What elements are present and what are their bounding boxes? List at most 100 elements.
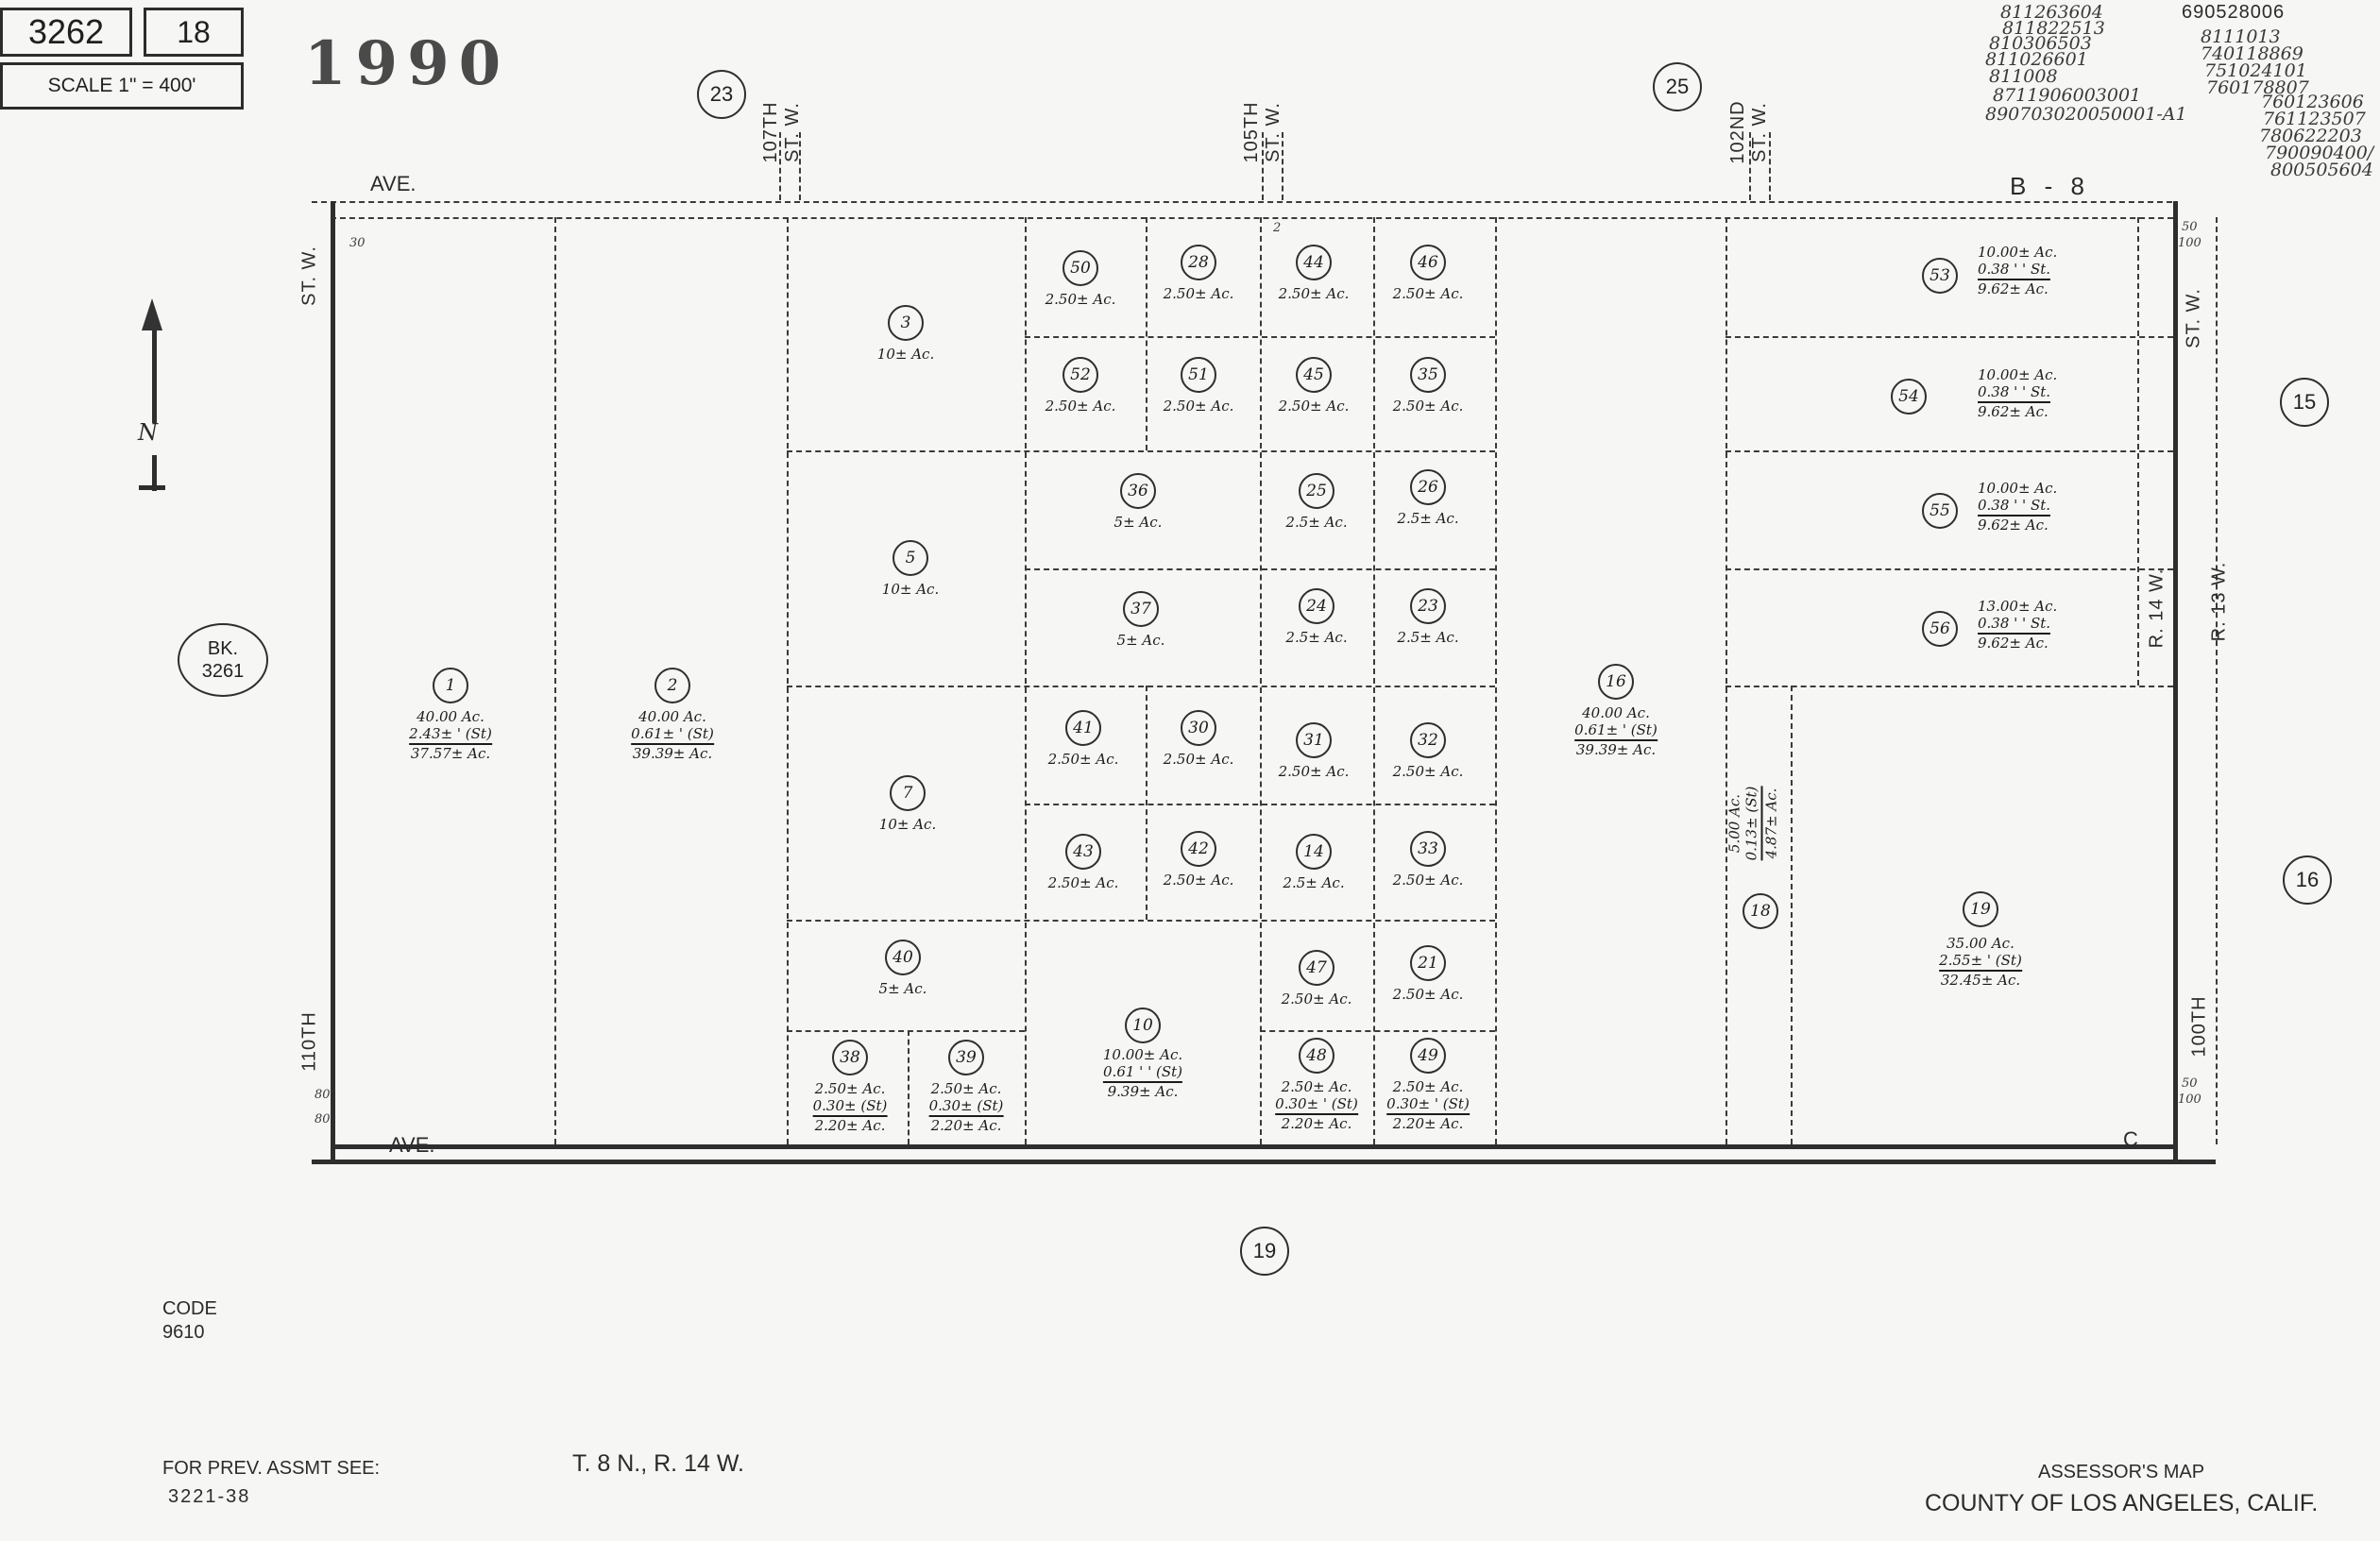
boundary-line bbox=[1769, 132, 1771, 200]
parcel-52-number: 52 bbox=[1062, 357, 1098, 393]
boundary-line bbox=[554, 217, 556, 1144]
book-number-box: 3262 bbox=[0, 8, 132, 57]
boundary-line bbox=[1260, 217, 1262, 1144]
parcel-42-acreage: 2.50± Ac. bbox=[1163, 872, 1234, 889]
parcel-47-acreage: 2.50± Ac. bbox=[1281, 991, 1352, 1008]
boundary-line bbox=[1726, 217, 1727, 1144]
dimension-tick: 2 bbox=[1273, 221, 1282, 235]
adjacent-book-badge: BK. 3261 bbox=[178, 623, 268, 697]
parcel-56-acreage: 13.00± Ac.0.38 ' ' St.9.62± Ac. bbox=[1978, 598, 2058, 652]
handwritten-number: 800505604 bbox=[2270, 160, 2373, 180]
ref-circle-15: 15 bbox=[2280, 378, 2329, 427]
boundary-line bbox=[908, 1030, 910, 1144]
parcel-30-number: 30 bbox=[1181, 710, 1216, 746]
boundary-line bbox=[1373, 217, 1375, 1144]
parcel-36-number: 36 bbox=[1120, 473, 1156, 509]
parcel-46-number: 46 bbox=[1410, 245, 1446, 280]
parcel-48-acreage: 2.50± Ac.0.30± ' (St)2.20± Ac. bbox=[1275, 1078, 1358, 1132]
parcel-48-number: 48 bbox=[1299, 1038, 1334, 1074]
boundary-line bbox=[2173, 201, 2178, 1160]
parcel-40-acreage: 5± Ac. bbox=[878, 980, 927, 997]
parcel-56-number: 56 bbox=[1922, 611, 1958, 647]
parcel-14-number: 14 bbox=[1296, 834, 1332, 870]
assessor-map-title: ASSESSOR'S MAP bbox=[2038, 1462, 2205, 1482]
dimension-tick: 80 bbox=[314, 1112, 331, 1126]
handwritten-number: 690528006 bbox=[2182, 2, 2286, 23]
parcel-18-number: 18 bbox=[1742, 893, 1778, 929]
street-label-105th: 105TH ST. W. bbox=[1241, 101, 1284, 163]
handwritten-number: 8111013 bbox=[2201, 26, 2281, 47]
boundary-line bbox=[152, 455, 157, 491]
parcel-47-number: 47 bbox=[1299, 950, 1334, 986]
parcel-44-number: 44 bbox=[1296, 245, 1332, 280]
parcel-25-acreage: 2.5± Ac. bbox=[1285, 514, 1348, 531]
parcel-24-acreage: 2.5± Ac. bbox=[1285, 629, 1348, 646]
avenue-label-bottom: AVE. bbox=[389, 1133, 435, 1157]
street-label-110th: 110TH bbox=[298, 1011, 320, 1072]
dimension-tick: 30 bbox=[349, 236, 366, 250]
boundary-line bbox=[1025, 217, 1027, 1144]
boundary-line bbox=[799, 132, 801, 200]
page-number: 18 bbox=[177, 14, 211, 49]
street-label-107th: 107TH ST. W. bbox=[760, 101, 803, 163]
boundary-line bbox=[1749, 132, 1751, 200]
parcel-21-acreage: 2.50± Ac. bbox=[1392, 986, 1464, 1003]
map-grid-ref: B - 8 bbox=[2010, 172, 2090, 200]
township-range-label: T. 8 N., R. 14 W. bbox=[572, 1450, 744, 1477]
avenue-label-top: AVE. bbox=[370, 172, 416, 195]
boundary-line bbox=[312, 201, 2172, 203]
boundary-line bbox=[1282, 132, 1284, 200]
county-title: COUNTY OF LOS ANGELES, CALIF. bbox=[1925, 1490, 2319, 1516]
parcel-28-acreage: 2.50± Ac. bbox=[1163, 285, 1234, 302]
boundary-line bbox=[312, 1160, 2216, 1164]
code-block: CODE 9610 bbox=[162, 1297, 217, 1345]
page-number-box: 18 bbox=[144, 8, 244, 57]
parcel-31-acreage: 2.50± Ac. bbox=[1278, 763, 1350, 780]
parcel-39-acreage: 2.50± Ac.0.30± (St)2.20± Ac. bbox=[928, 1080, 1004, 1134]
boundary-line bbox=[331, 201, 335, 1160]
parcel-2-acreage: 40.00 Ac.0.61± ' (St)39.39± Ac. bbox=[631, 708, 714, 762]
parcel-51-number: 51 bbox=[1181, 357, 1216, 393]
ref-circle-16: 16 bbox=[2283, 855, 2332, 905]
boundary-line bbox=[1726, 686, 2173, 687]
parcel-10-number: 10 bbox=[1125, 1008, 1161, 1043]
boundary-line bbox=[787, 920, 1495, 922]
dimension-tick: 100 bbox=[2178, 236, 2202, 250]
dimension-tick: 50 bbox=[2182, 1076, 2198, 1091]
parcel-41-acreage: 2.50± Ac. bbox=[1047, 751, 1119, 768]
c-street-label: C bbox=[2123, 1127, 2138, 1151]
parcel-31-number: 31 bbox=[1296, 722, 1332, 758]
parcel-38-acreage: 2.50± Ac.0.30± (St)2.20± Ac. bbox=[812, 1080, 888, 1134]
bk-number: 3261 bbox=[201, 661, 245, 682]
handwritten-number: 890703020050001-A1 bbox=[1985, 104, 2187, 125]
parcel-26-acreage: 2.5± Ac. bbox=[1397, 510, 1459, 527]
scale-note-box: SCALE 1" = 400' bbox=[0, 62, 244, 110]
parcel-5-number: 5 bbox=[892, 540, 928, 576]
handwritten-number: 811263604 bbox=[2000, 2, 2103, 23]
boundary-line bbox=[1146, 217, 1148, 450]
parcel-5-acreage: 10± Ac. bbox=[881, 581, 940, 598]
parcel-43-number: 43 bbox=[1065, 834, 1101, 870]
prev-assessment-ref: 3221-38 bbox=[168, 1486, 251, 1507]
scale-note: SCALE 1" = 400' bbox=[47, 75, 196, 96]
book-number: 3262 bbox=[27, 12, 105, 51]
parcel-38-number: 38 bbox=[832, 1040, 868, 1075]
parcel-30-acreage: 2.50± Ac. bbox=[1163, 751, 1234, 768]
boundary-line bbox=[152, 330, 157, 423]
handwritten-number: 790090400/ bbox=[2265, 143, 2374, 163]
boundary-line bbox=[2216, 217, 2218, 1144]
street-label-100th: 100TH bbox=[2188, 995, 2210, 1058]
parcel-54-acreage: 10.00± Ac.0.38 ' ' St.9.62± Ac. bbox=[1978, 366, 2058, 420]
ref-circle-25: 25 bbox=[1653, 62, 1702, 111]
parcel-44-acreage: 2.50± Ac. bbox=[1278, 285, 1350, 302]
parcel-16-number: 16 bbox=[1598, 664, 1634, 700]
boundary-line bbox=[787, 1030, 1025, 1032]
parcel-33-acreage: 2.50± Ac. bbox=[1392, 872, 1464, 889]
handwritten-number: 740118869 bbox=[2201, 43, 2304, 64]
boundary-line bbox=[1262, 132, 1264, 200]
code-value: 9610 bbox=[162, 1322, 205, 1343]
boundary-line bbox=[1791, 686, 1793, 1144]
north-arrow-icon bbox=[142, 298, 162, 330]
parcel-7-number: 7 bbox=[890, 775, 926, 811]
